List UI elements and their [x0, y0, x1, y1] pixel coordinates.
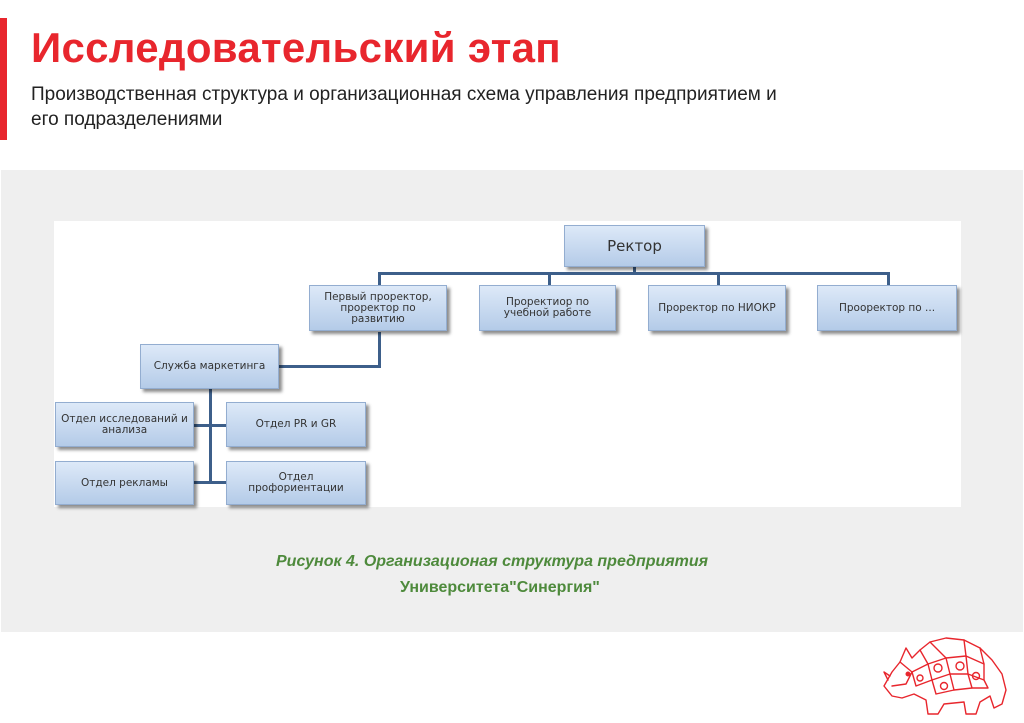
connector-prorector-education [548, 272, 551, 285]
connector-marketing-trunk [209, 389, 212, 483]
connector-dept-research [194, 424, 227, 427]
connector-first-prorector [378, 272, 381, 285]
node-dept-research: Отдел исследований и анализа [55, 402, 194, 447]
connector-prorector-other [887, 272, 890, 285]
figure-caption-university: Университета"Синергия" [400, 579, 600, 596]
node-dept-ads: Отдел рекламы [55, 461, 194, 505]
connector-to-marketing [278, 365, 381, 368]
node-first-prorector: Первый проректор, проректор по развитию [309, 285, 447, 331]
rhino-logo-icon [883, 637, 1007, 715]
connector-first-prorector-down [378, 332, 381, 368]
connector-dept-ads [194, 481, 227, 484]
node-prorector-niokr: Проректор по НИОКР [648, 285, 786, 331]
node-dept-pr: Отдел PR и GR [226, 402, 366, 447]
node-rector: Ректор [564, 225, 705, 267]
node-prorector-education: Проректиор по учебной работе [479, 285, 616, 331]
connector-rector-down [633, 266, 636, 274]
accent-bar [0, 18, 7, 140]
node-dept-career: Отдел профориентации [226, 461, 366, 505]
connector-top-bus [378, 272, 890, 275]
node-prorector-other: Прооректор по ... [817, 285, 957, 331]
node-marketing: Служба маркетинга [140, 344, 279, 389]
connector-prorector-niokr [717, 272, 720, 285]
figure-caption: Рисунок 4. Организационая структура пред… [276, 553, 709, 570]
slide-subtitle: Производственная структура и организацио… [31, 84, 777, 130]
slide-title: Исследовательский этап [31, 24, 561, 71]
